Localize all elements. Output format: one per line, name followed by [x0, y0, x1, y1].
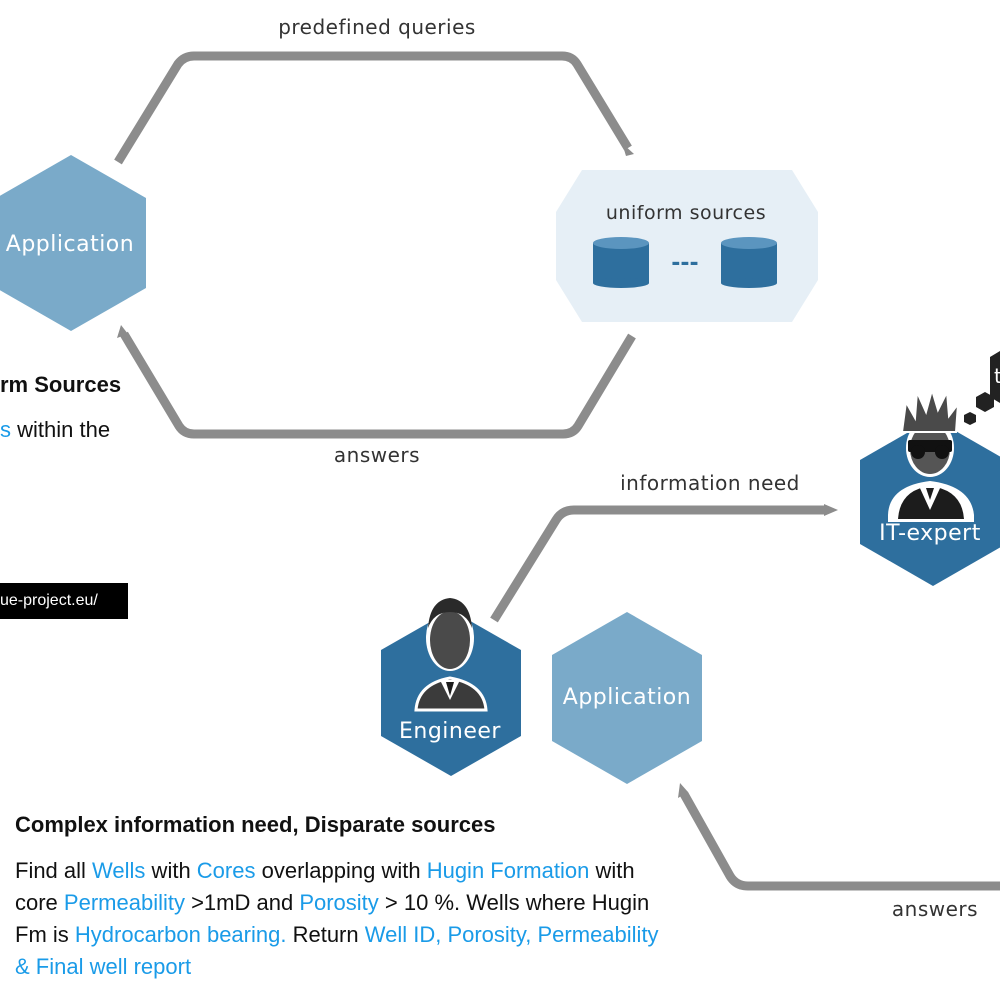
complex-line-3: Fm is Hydrocarbon bearing. Return Well I…: [15, 919, 659, 951]
complex-heading: Complex information need, Disparate sour…: [15, 812, 496, 837]
text-segment: with: [589, 858, 635, 883]
highlighted-term: Hydrocarbon bearing.: [74, 922, 287, 947]
it-expert-icon: [888, 386, 974, 522]
uniform-sources-heading-fragment: rm Sources: [0, 372, 122, 397]
information-need-arrowhead: [824, 504, 838, 516]
information-need-arrow: [490, 505, 826, 623]
highlighted-term: Cores: [196, 858, 256, 883]
database-icon: [721, 237, 777, 288]
application-hexagon-top: [0, 155, 146, 331]
text-segment: overlapping with: [255, 858, 427, 883]
text-segment: >1mD and: [184, 890, 300, 915]
complex-line-4: & Final well report: [15, 951, 191, 983]
answers-label-bottom: answers: [892, 897, 978, 921]
highlighted-term: Porosity: [299, 890, 379, 915]
text-segment: > 10 %. Wells where Hugin: [378, 890, 650, 915]
it-expert-label: IT-expert: [879, 521, 981, 546]
text-segment: Fm is: [15, 922, 75, 947]
text-segment: with: [145, 858, 197, 883]
uniform-sources-text-fragment: s within the: [0, 414, 110, 446]
highlighted-term: Wells: [92, 858, 146, 883]
project-url-box[interactable]: ue-project.eu/: [0, 583, 128, 619]
connector-dashes: ---: [671, 251, 698, 276]
engineer-icon: [414, 598, 488, 712]
predefined-queries-label: predefined queries: [278, 15, 476, 39]
highlighted-term: Permeability: [63, 890, 185, 915]
information-need-label: information need: [620, 471, 800, 495]
text-segment: core: [15, 890, 64, 915]
application-label-top: Application: [6, 232, 134, 257]
complex-line-1: Find all Wells with Cores overlapping wi…: [15, 855, 635, 887]
answers-arrow-bottom: [680, 791, 1000, 891]
highlighted-term: Well ID, Porosity, Permeability: [364, 922, 659, 947]
uniform-sources-label: uniform sources: [606, 202, 766, 224]
answers-arrowhead-bottom: [678, 783, 688, 798]
text-segment: Return: [286, 922, 365, 947]
thought-bubble: t: [964, 351, 1000, 425]
application-label-bottom: Application: [563, 685, 691, 710]
complex-line-2: core Permeability >1mD and Porosity > 10…: [15, 887, 649, 919]
highlight-fragment: s: [0, 417, 11, 442]
text-segment: Find all: [15, 858, 93, 883]
application-hexagon-bottom: [552, 612, 702, 784]
answers-arrow-top: [120, 331, 636, 439]
project-url-text: ue-project.eu/: [0, 592, 98, 609]
thought-text: t: [994, 364, 1000, 388]
highlighted-term: Hugin Formation: [426, 858, 590, 883]
database-icon: [593, 237, 649, 288]
answers-arrowhead-top: [117, 325, 128, 338]
predefined-queries-arrow: [114, 51, 632, 165]
engineer-label: Engineer: [399, 719, 501, 744]
predefined-queries-arrowhead: [622, 143, 634, 156]
highlighted-term: & Final well report: [15, 954, 192, 979]
text-fragment: within the: [11, 417, 111, 442]
answers-label-top: answers: [334, 443, 420, 467]
